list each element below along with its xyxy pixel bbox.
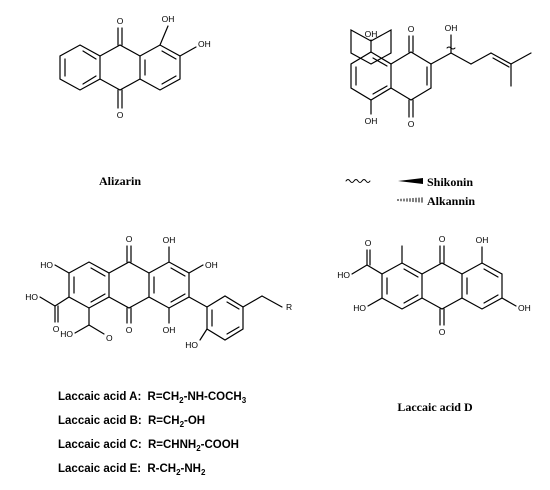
hashed-bond-symbol [397, 197, 423, 203]
shikonin-atom-oh-bottom: OH [365, 116, 378, 126]
shikonin-atom-o-top: O [408, 24, 415, 34]
alizarin-atom-o-top: O [117, 16, 124, 26]
alizarin-atom-oh-2: OH [198, 39, 211, 49]
laccaic-atom-carboxyl-ho-left: HO [25, 292, 38, 302]
laccaic-atom-carboxyl-o-left: O [53, 324, 60, 334]
laccaic-atom-oh-phenol: HO [185, 340, 198, 350]
laccaic-acid-d-caption: Laccaic acid D [397, 400, 473, 414]
laccaic-d-atom-oh-left: HO [353, 303, 366, 313]
laccaic-d-atom-o-bottom: O [439, 327, 446, 337]
laccaic-atom-o-top: O [126, 234, 133, 244]
laccaic-atom-carboxyl-o-bottom: O [106, 333, 113, 343]
laccaic-variant-a: Laccaic acid A: R=CH2-NH-COCH3 [58, 391, 247, 405]
shikonin-atom-oh-top: OH [365, 29, 378, 39]
laccaic-d-atom-o-top: O [439, 234, 446, 244]
shikonin-structure [350, 28, 532, 118]
shikonin-atom-o-bottom: O [408, 119, 415, 129]
wedge-bond-symbol [398, 178, 423, 184]
laccaic-atom-carboxyl-ho-bottom: HO [60, 329, 73, 339]
laccaic-atom-oh-mid: OH [163, 325, 176, 335]
alizarin-atom-o-bottom: O [117, 110, 124, 120]
laccaic-d-atom-carboxyl-o: O [365, 238, 372, 248]
alizarin-atom-oh-1: OH [162, 14, 175, 24]
laccaic-variant-b: Laccaic acid B: R=CH2-OH [58, 415, 205, 429]
alizarin-caption: Alizarin [99, 174, 141, 188]
laccaic-d-atom-carboxyl-ho: HO [337, 270, 350, 280]
wavy-bond-symbol [345, 179, 371, 183]
laccaic-atom-o-mid: O [126, 325, 133, 335]
shikonin-atom-oh-side: OH [445, 23, 458, 33]
laccaic-acid-structure [39, 245, 283, 341]
stereo-wavy-bond [446, 46, 456, 50]
alizarin-structure [59, 25, 197, 109]
laccaic-d-atom-oh-top: OH [476, 235, 489, 245]
laccaic-atom-oh-left: HO [40, 260, 53, 270]
laccaic-d-atom-oh-right: OH [518, 303, 531, 313]
laccaic-variant-c: Laccaic acid C: R=CHNH2-COOH [58, 439, 239, 453]
laccaic-variant-e: Laccaic acid E: R-CH2-NH2 [58, 463, 206, 477]
laccaic-acid-d-structure [351, 245, 517, 326]
laccaic-atom-r-group: R [286, 302, 292, 312]
laccaic-atom-oh-top1: OH [163, 235, 176, 245]
legend-alkannin-label: Alkannin [427, 194, 475, 208]
laccaic-atom-oh-right: OH [205, 260, 218, 270]
legend-shikonin-label: Shikonin [427, 175, 473, 189]
